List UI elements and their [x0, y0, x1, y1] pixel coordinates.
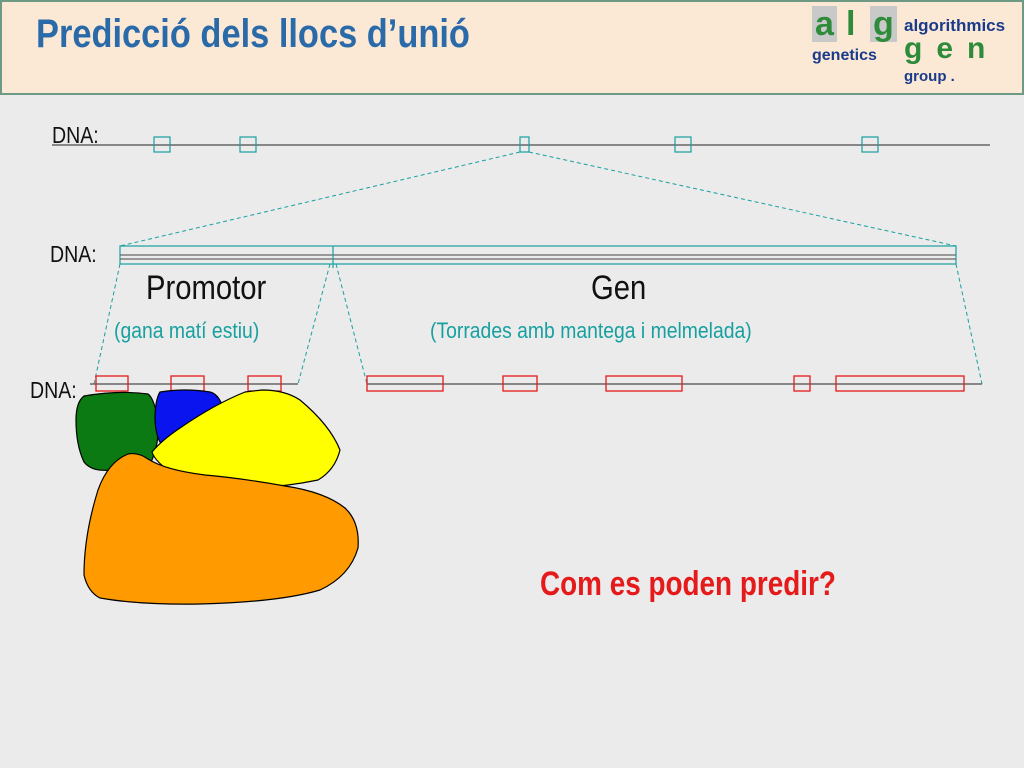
logo-letter-a: a — [812, 6, 837, 42]
question-text: Com es poden predir? — [540, 565, 836, 603]
exon-box — [835, 375, 965, 392]
header-banner — [0, 0, 1024, 95]
zoom-line — [955, 263, 983, 385]
gen-subtitle: (Torrades amb mantega i melmelada) — [430, 318, 752, 343]
logo-group: group . — [904, 68, 955, 85]
promotor-subtitle: (gana matí estiu) — [114, 318, 260, 343]
zoom-line — [297, 263, 331, 385]
logo-genetics: genetics — [812, 47, 877, 64]
dna-label-middle: DNA: — [50, 241, 97, 267]
site-box — [861, 136, 879, 153]
gen-label: Gen — [591, 269, 647, 307]
site-box — [239, 136, 257, 153]
slide-title: Predicció dels llocs d’unió — [36, 12, 470, 56]
protein-orange — [83, 452, 359, 605]
exon-box — [793, 375, 811, 392]
promotor-label: Promotor — [146, 269, 267, 307]
site-box — [674, 136, 692, 153]
zoom-line — [335, 263, 368, 385]
exon-box — [366, 375, 444, 392]
site-box — [519, 136, 530, 153]
zoom-line — [528, 151, 957, 247]
logo-letter-g: g — [870, 6, 897, 42]
dna-label-top: DNA: — [52, 122, 99, 148]
logo-algorithmics: algorithmics — [904, 16, 1006, 35]
binding-site-box — [95, 375, 129, 392]
logo-letter-l: l — [846, 5, 856, 43]
zoom-line — [119, 151, 521, 247]
dna-label-bottom: DNA: — [30, 377, 77, 403]
exon-box — [502, 375, 538, 392]
logo-gen: gen — [904, 32, 1000, 65]
site-box — [153, 136, 171, 153]
algen-logo: a l g algorithmics genetics gen group . — [806, 6, 1020, 90]
exon-box — [605, 375, 683, 392]
